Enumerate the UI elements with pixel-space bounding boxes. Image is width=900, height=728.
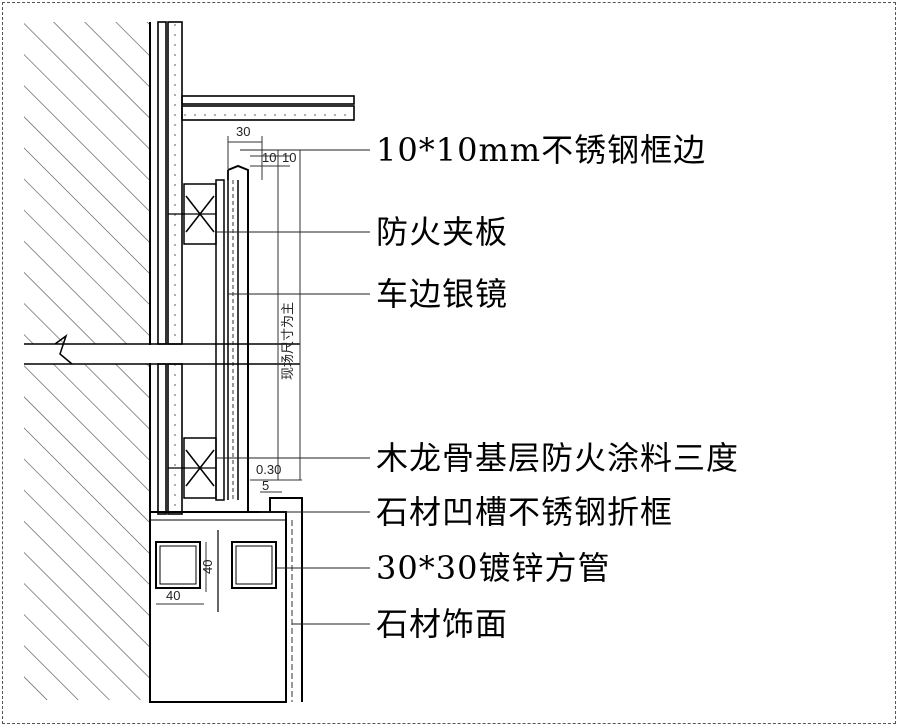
dimension-lines bbox=[156, 136, 302, 605]
square-tubes bbox=[155, 530, 277, 612]
callout-square-tube: 30*30镀锌方管 bbox=[376, 549, 611, 587]
dim-site-note: 现场尺寸为主 bbox=[280, 302, 295, 380]
dim-30-top: 30 bbox=[236, 124, 250, 139]
dim-030: 0.30 bbox=[256, 462, 281, 477]
dim-10-a: 10 bbox=[262, 150, 276, 165]
wall-hatch bbox=[24, 22, 151, 700]
dim-10-b: 10 bbox=[282, 150, 296, 165]
callout-wood-keel: 木龙骨基层防火涂料三度 bbox=[376, 439, 740, 477]
callout-stone-frame: 石材凹槽不锈钢折框 bbox=[376, 493, 674, 531]
stone-base bbox=[149, 497, 303, 703]
callout-steel-edge: 10*10mm不锈钢框边 bbox=[376, 131, 707, 169]
callout-fire-board: 防火夹板 bbox=[376, 213, 509, 251]
dim-5: 5 bbox=[262, 478, 269, 493]
callout-stone-face: 石材饰面 bbox=[376, 605, 509, 643]
screws bbox=[168, 213, 216, 469]
leader-lines bbox=[216, 149, 370, 625]
ceiling-panel bbox=[181, 95, 355, 121]
wood-keel-blocks bbox=[183, 183, 217, 499]
dim-40-horizontal: 40 bbox=[166, 588, 180, 603]
dimension-texts: 30 10 10 现场尺寸为主 0.30 5 40 40 bbox=[166, 124, 296, 603]
fire-board-layers bbox=[157, 21, 183, 515]
callout-bevel-mirror: 车边银镜 bbox=[376, 275, 509, 313]
mirror-assembly bbox=[215, 164, 249, 501]
dim-40-vertical: 40 bbox=[200, 560, 215, 574]
